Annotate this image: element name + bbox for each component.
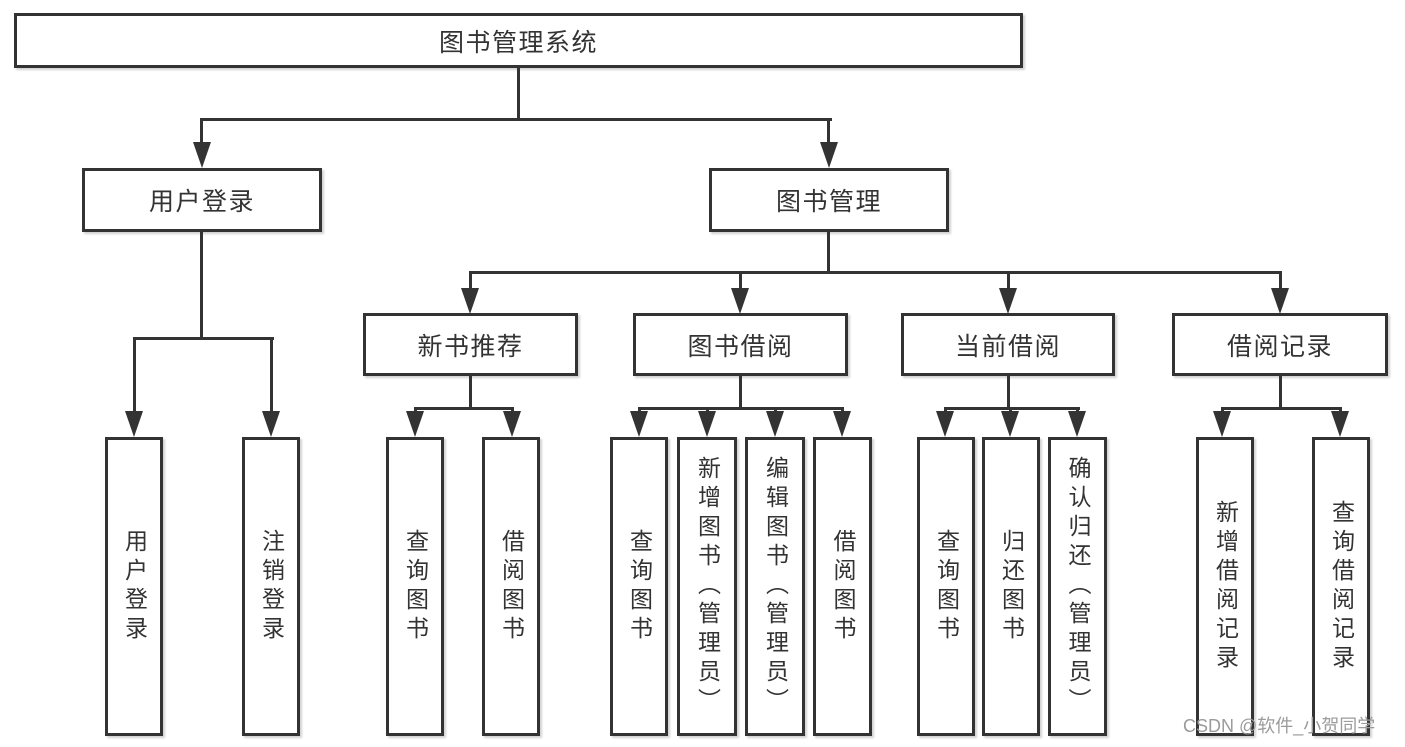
- node-borrowing-records: 借阅记录: [1172, 313, 1388, 376]
- leaf-bb-query-books-label: 查询图书: [626, 528, 653, 645]
- connector-drop-new-books: [469, 271, 472, 291]
- leaf-bb-edit-books-admin: 编辑图书（管理员）: [745, 437, 805, 736]
- arrowhead-cb-query: [936, 411, 954, 437]
- leaf-logout: 注销登录: [242, 437, 300, 736]
- arrowhead-borrow-records: [1271, 288, 1289, 314]
- leaf-cb-query-books: 查询图书: [917, 437, 975, 736]
- node-user-login: 用户登录: [82, 168, 322, 232]
- connector-user-login-split: [133, 337, 274, 340]
- connector-drop-logout-leaf: [270, 337, 273, 415]
- leaf-logout-label: 注销登录: [258, 528, 285, 645]
- connector-root-stem: [517, 68, 520, 121]
- connector-book-management-stem: [827, 232, 830, 274]
- node-new-book-recommend-label: 新书推荐: [417, 332, 524, 361]
- arrowhead-bb-add: [698, 411, 716, 437]
- connector-current-borrow-split: [944, 407, 1080, 410]
- connector-book-borrow-split: [638, 407, 844, 410]
- leaf-bb-query-books: 查询图书: [610, 437, 668, 736]
- leaf-nb-query-books: 查询图书: [386, 437, 444, 736]
- connector-new-books-split: [414, 407, 514, 410]
- leaf-cb-confirm-return-admin: 确认归还（管理员）: [1048, 437, 1107, 736]
- connector-drop-login-leaf: [133, 337, 136, 415]
- arrowhead-current-borrow: [999, 288, 1017, 314]
- arrowhead-cb-confirm: [1068, 411, 1086, 437]
- leaf-br-add-record-label: 新增借阅记录: [1212, 499, 1239, 674]
- leaf-user-login: 用户登录: [105, 437, 163, 736]
- arrowhead-bb-borrow: [833, 411, 851, 437]
- leaf-nb-query-books-label: 查询图书: [402, 528, 429, 645]
- csdn-watermark: CSDN @软件_小贺同学: [1183, 716, 1376, 736]
- connector-drop-book-borrow: [739, 271, 742, 291]
- connector-user-login-stem: [200, 232, 203, 340]
- connector-borrow-records-split: [1221, 407, 1342, 410]
- node-root-label: 图书管理系统: [438, 28, 598, 57]
- connector-drop-current-borrow: [1007, 271, 1010, 291]
- leaf-cb-return-books-label: 归还图书: [998, 528, 1025, 645]
- leaf-cb-confirm-return-admin-label: 确认归还（管理员）: [1065, 456, 1091, 717]
- arrowhead-new-books: [461, 288, 479, 314]
- leaf-bb-borrow-books: 借阅图书: [813, 437, 872, 736]
- arrowhead-br-add: [1213, 411, 1231, 437]
- arrowhead-bb-edit: [766, 411, 784, 437]
- arrowhead-bb-query: [630, 411, 648, 437]
- connector-current-borrow-stem: [1007, 376, 1010, 410]
- arrowhead-user-login: [193, 142, 211, 168]
- leaf-user-login-label: 用户登录: [121, 528, 148, 645]
- connector-drop-user-login: [200, 118, 203, 146]
- connector-new-books-stem: [469, 376, 472, 410]
- leaf-nb-borrow-books-label: 借阅图书: [498, 528, 525, 645]
- connector-level2-branch: [200, 118, 832, 121]
- leaf-cb-query-books-label: 查询图书: [933, 528, 960, 645]
- leaf-nb-borrow-books: 借阅图书: [482, 437, 540, 736]
- node-new-book-recommend: 新书推荐: [363, 313, 578, 376]
- arrowhead-logout-leaf: [262, 411, 280, 437]
- arrowhead-login-leaf: [125, 411, 143, 437]
- node-book-management: 图书管理: [709, 168, 949, 232]
- node-book-borrowing: 图书借阅: [633, 313, 848, 376]
- connector-borrow-records-stem: [1279, 376, 1282, 410]
- arrowhead-cb-return: [1001, 411, 1019, 437]
- connector-drop-borrow-records: [1279, 271, 1282, 291]
- node-book-borrowing-label: 图书借阅: [687, 332, 794, 361]
- arrowhead-nb-borrow: [503, 411, 521, 437]
- leaf-br-query-record: 查询借阅记录: [1312, 437, 1370, 736]
- leaf-bb-add-books-admin-label: 新增图书（管理员）: [694, 456, 721, 717]
- leaf-bb-borrow-books-label: 借阅图书: [830, 528, 856, 645]
- arrowhead-nb-query: [406, 411, 424, 437]
- node-current-borrowing-label: 当前借阅: [954, 332, 1061, 361]
- arrowhead-br-query: [1331, 411, 1349, 437]
- arrowhead-book-borrow: [731, 288, 749, 314]
- connector-drop-book-management: [827, 118, 830, 146]
- connector-book-borrow-stem: [739, 376, 742, 410]
- leaf-br-add-record: 新增借阅记录: [1196, 437, 1254, 736]
- leaf-bb-edit-books-admin-label: 编辑图书（管理员）: [762, 456, 789, 717]
- leaf-bb-add-books-admin: 新增图书（管理员）: [677, 437, 737, 736]
- node-root-book-management-system: 图书管理系统: [14, 13, 1023, 68]
- node-book-management-label: 图书管理: [775, 188, 882, 216]
- leaf-cb-return-books: 归还图书: [982, 437, 1040, 736]
- node-user-login-label: 用户登录: [148, 188, 255, 216]
- connector-level3-branch: [469, 271, 1281, 274]
- arrowhead-book-management: [820, 142, 838, 168]
- leaf-br-query-record-label: 查询借阅记录: [1328, 499, 1355, 674]
- node-current-borrowing: 当前借阅: [901, 313, 1115, 376]
- node-borrowing-records-label: 借阅记录: [1226, 332, 1333, 361]
